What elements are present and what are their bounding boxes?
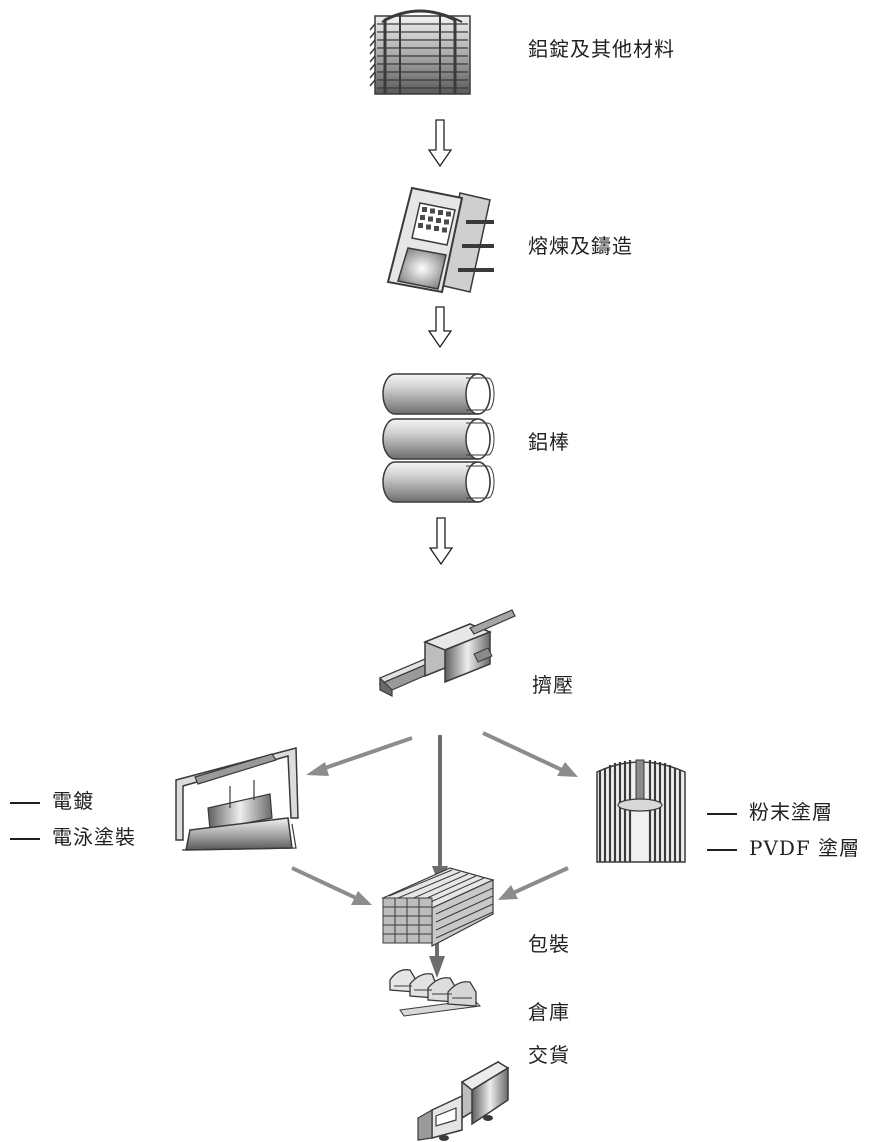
branch-arrows <box>291 731 578 978</box>
label-extrusion: 擠壓 <box>532 673 574 697</box>
arrow-to-anodizing <box>306 736 413 776</box>
label-delivery: 交貨 <box>528 1043 570 1067</box>
casting-furnace-icon <box>386 186 494 294</box>
pvdf-coating-item: PVDF 塗層 <box>707 836 860 860</box>
list-dash <box>707 848 737 851</box>
label-pvdf-coating: PVDF 塗層 <box>749 836 861 860</box>
surface-treatment-left-list: 電鍍 電泳塗裝 <box>10 789 136 861</box>
label-anodizing: 電鍍 <box>52 789 94 813</box>
list-dash <box>707 812 737 815</box>
label-powder-coating: 粉末塗層 <box>749 800 833 824</box>
aluminium-billets-icon <box>382 373 495 503</box>
electrophoretic-item: 電泳塗裝 <box>10 825 136 849</box>
extrusion-press-icon <box>378 609 516 697</box>
powder-coating-booth-icon <box>596 759 686 863</box>
flow-arrow-3 <box>428 517 454 566</box>
list-dash <box>10 837 40 840</box>
aluminium-ingot-stack-icon <box>369 9 471 95</box>
arrow-from-powder-coating <box>498 866 569 900</box>
label-billets: 鋁棒 <box>528 430 570 454</box>
flow-arrow-2 <box>427 306 453 349</box>
anodizing-line-icon <box>175 747 299 851</box>
profile-bundle-icon <box>381 867 495 947</box>
arrow-to-packaging-center <box>432 735 448 888</box>
flow-arrow-1 <box>427 119 453 168</box>
delivery-truck-icon <box>417 1060 510 1141</box>
arrow-to-powder-coating <box>482 731 578 777</box>
arrow-from-anodizing <box>291 866 372 905</box>
list-dash <box>10 801 40 804</box>
label-packaging: 包裝 <box>528 932 570 956</box>
anodizing-item: 電鍍 <box>10 789 136 813</box>
label-warehouse: 倉庫 <box>528 1000 570 1024</box>
label-electrophoretic: 電泳塗裝 <box>52 825 136 849</box>
label-melting-casting: 熔煉及鑄造 <box>528 234 633 258</box>
powder-coating-item: 粉末塗層 <box>707 800 860 824</box>
label-raw-materials: 鋁錠及其他材料 <box>528 37 675 61</box>
warehouse-icon <box>389 969 482 1017</box>
surface-treatment-right-list: 粉末塗層 PVDF 塗層 <box>707 800 860 872</box>
